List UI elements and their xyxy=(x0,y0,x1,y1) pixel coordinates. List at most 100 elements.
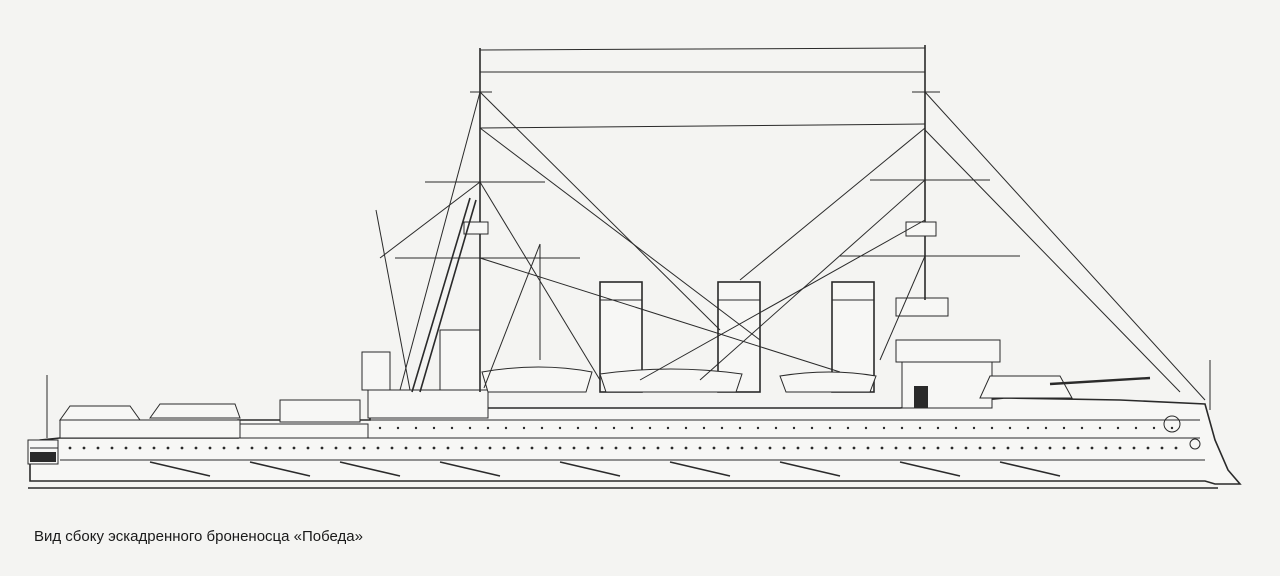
porthole xyxy=(864,426,868,430)
porthole xyxy=(504,426,508,430)
porthole xyxy=(900,426,904,430)
waterline xyxy=(28,480,1218,489)
porthole xyxy=(390,446,394,450)
porthole xyxy=(486,426,490,430)
porthole xyxy=(222,446,226,450)
porthole xyxy=(306,446,310,450)
porthole xyxy=(1008,426,1012,430)
forward-bridge xyxy=(895,297,1001,409)
main-mast xyxy=(395,48,580,392)
porthole xyxy=(738,426,742,430)
porthole xyxy=(828,426,832,430)
porthole xyxy=(320,446,324,450)
boat-derricks xyxy=(375,197,541,393)
porthole xyxy=(194,446,198,450)
porthole xyxy=(774,426,778,430)
porthole xyxy=(600,446,604,450)
porthole xyxy=(684,426,688,430)
porthole xyxy=(376,446,380,450)
porthole xyxy=(882,426,886,430)
porthole xyxy=(612,426,616,430)
porthole xyxy=(558,426,562,430)
porthole xyxy=(698,446,702,450)
porthole xyxy=(468,426,472,430)
stays xyxy=(479,47,926,129)
porthole xyxy=(756,426,760,430)
porthole xyxy=(1026,426,1030,430)
porthole xyxy=(1134,426,1138,430)
porthole xyxy=(754,446,758,450)
porthole xyxy=(1020,446,1024,450)
porthole xyxy=(954,426,958,430)
porthole xyxy=(404,446,408,450)
porthole xyxy=(908,446,912,450)
porthole xyxy=(1044,426,1048,430)
net-boom xyxy=(439,461,501,477)
porthole xyxy=(516,446,520,450)
porthole xyxy=(648,426,652,430)
porthole xyxy=(586,446,590,450)
porthole xyxy=(838,446,842,450)
porthole xyxy=(96,446,100,450)
porthole xyxy=(1076,446,1080,450)
porthole xyxy=(418,446,422,450)
porthole xyxy=(378,426,382,430)
porthole xyxy=(250,446,254,450)
porthole xyxy=(978,446,982,450)
porthole xyxy=(236,446,240,450)
rigging-line xyxy=(699,179,926,381)
porthole xyxy=(642,446,646,450)
porthole xyxy=(992,446,996,450)
porthole xyxy=(810,426,814,430)
porthole xyxy=(1174,446,1178,450)
porthole xyxy=(792,426,796,430)
porthole xyxy=(1146,446,1150,450)
porthole xyxy=(488,446,492,450)
porthole xyxy=(1118,446,1122,450)
porthole xyxy=(152,446,156,450)
porthole xyxy=(1062,446,1066,450)
porthole xyxy=(880,446,884,450)
porthole xyxy=(702,426,706,430)
net-boom xyxy=(339,461,401,477)
net-boom xyxy=(999,461,1061,477)
fore-mast xyxy=(840,45,1020,300)
rigging-line xyxy=(924,129,1181,393)
porthole xyxy=(740,446,744,450)
aft-superstructure xyxy=(59,399,369,439)
rigging-line xyxy=(479,91,721,331)
porthole xyxy=(1006,446,1010,450)
porthole xyxy=(348,446,352,450)
porthole xyxy=(180,446,184,450)
stern-gallery xyxy=(27,375,59,465)
porthole xyxy=(414,426,418,430)
porthole xyxy=(208,446,212,450)
hull xyxy=(29,397,1242,485)
porthole xyxy=(502,446,506,450)
porthole xyxy=(110,446,114,450)
rigging-line xyxy=(399,91,481,391)
porthole xyxy=(936,446,940,450)
porthole xyxy=(362,446,366,450)
rigging-line xyxy=(639,219,926,381)
porthole xyxy=(292,446,296,450)
porthole xyxy=(670,446,674,450)
porthole xyxy=(1116,426,1120,430)
porthole xyxy=(918,426,922,430)
porthole xyxy=(124,446,128,450)
porthole xyxy=(614,446,618,450)
net-boom xyxy=(669,461,731,477)
porthole xyxy=(474,446,478,450)
porthole xyxy=(964,446,968,450)
net-boom xyxy=(779,461,841,477)
porthole xyxy=(1062,426,1066,430)
porthole xyxy=(558,446,562,450)
porthole xyxy=(432,426,436,430)
porthole xyxy=(972,426,976,430)
porthole xyxy=(990,426,994,430)
forward-turret xyxy=(979,375,1151,399)
porthole xyxy=(852,446,856,450)
porthole xyxy=(712,446,716,450)
porthole xyxy=(824,446,828,450)
porthole xyxy=(166,446,170,450)
